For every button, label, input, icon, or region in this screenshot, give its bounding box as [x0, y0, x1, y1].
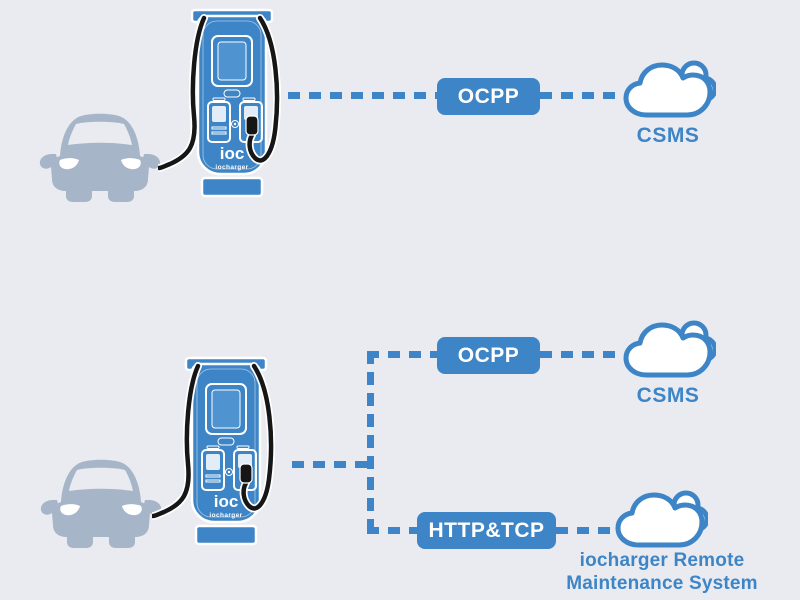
cloud-icon: [620, 318, 716, 382]
csms-label: CSMS: [636, 384, 700, 407]
dashed-connector-ocpp-cloud: [540, 92, 620, 99]
ocpp-protocol-badge: OCPP: [437, 78, 540, 115]
dashed-connector-junction-http: [367, 527, 417, 534]
remote-maintenance-label-line1: iocharger Remote: [579, 550, 745, 571]
dashed-connector-charger-ocpp: [288, 92, 437, 99]
ev-charger-icon: [152, 354, 288, 548]
ocpp-protocol-badge: OCPP: [437, 337, 540, 374]
remote-maintenance-label-line2: Maintenance System: [566, 573, 758, 594]
remote-maintenance-label: iocharger Remote Maintenance System: [528, 549, 796, 595]
dashed-connector-http-cloud: [556, 527, 612, 534]
dashed-connector-junction-vertical: [367, 351, 374, 534]
cloud-icon: [620, 58, 716, 122]
cloud-icon: [612, 488, 708, 552]
car-icon: [36, 104, 164, 202]
car-icon: [37, 450, 165, 548]
ev-charger-icon: [158, 6, 294, 200]
http-tcp-protocol-badge: HTTP&TCP: [417, 512, 556, 549]
dashed-connector-charger-junction: [292, 461, 370, 468]
csms-label: CSMS: [636, 124, 700, 147]
dashed-connector-junction-ocpp: [367, 351, 437, 358]
dashed-connector-ocpp-cloud: [540, 351, 620, 358]
